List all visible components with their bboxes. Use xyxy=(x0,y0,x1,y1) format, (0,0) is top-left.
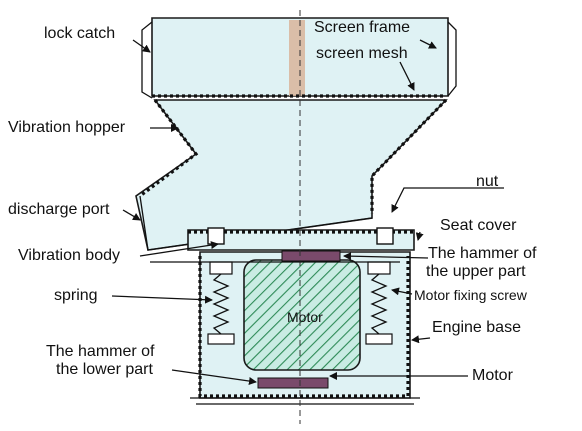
label-engine-base: Engine base xyxy=(432,319,521,336)
label-spring: spring xyxy=(54,287,98,304)
label-screen-mesh: screen mesh xyxy=(316,45,408,62)
screen-frame xyxy=(141,17,457,99)
label-motor: Motor xyxy=(472,367,514,384)
label-hammer-upper-line1: The hammer of xyxy=(428,245,537,262)
motor-inner-label: Motor xyxy=(287,309,323,325)
leader-lines xyxy=(111,39,504,385)
label-lock-catch: lock catch xyxy=(44,25,115,42)
label-hammer-lower-line1: The hammer of xyxy=(46,343,155,360)
label-motor-fixing-screw: Motor fixing screw xyxy=(414,287,528,303)
lower-hammer xyxy=(257,377,329,389)
label-hammer-lower-line2: the lower part xyxy=(56,361,153,378)
label-vibration-body: Vibration body xyxy=(18,247,120,264)
upper-hammer xyxy=(281,250,341,262)
label-seat-cover: Seat cover xyxy=(440,217,517,234)
label-vibration-hopper: Vibration hopper xyxy=(8,119,126,136)
label-hammer-upper-line2: the upper part xyxy=(426,263,526,280)
label-nut: nut xyxy=(476,173,499,190)
label-discharge-port: discharge port xyxy=(8,201,110,218)
vibration-hopper xyxy=(135,98,448,251)
label-screen-frame: Screen frame xyxy=(314,19,410,36)
seat-cover xyxy=(187,227,415,251)
